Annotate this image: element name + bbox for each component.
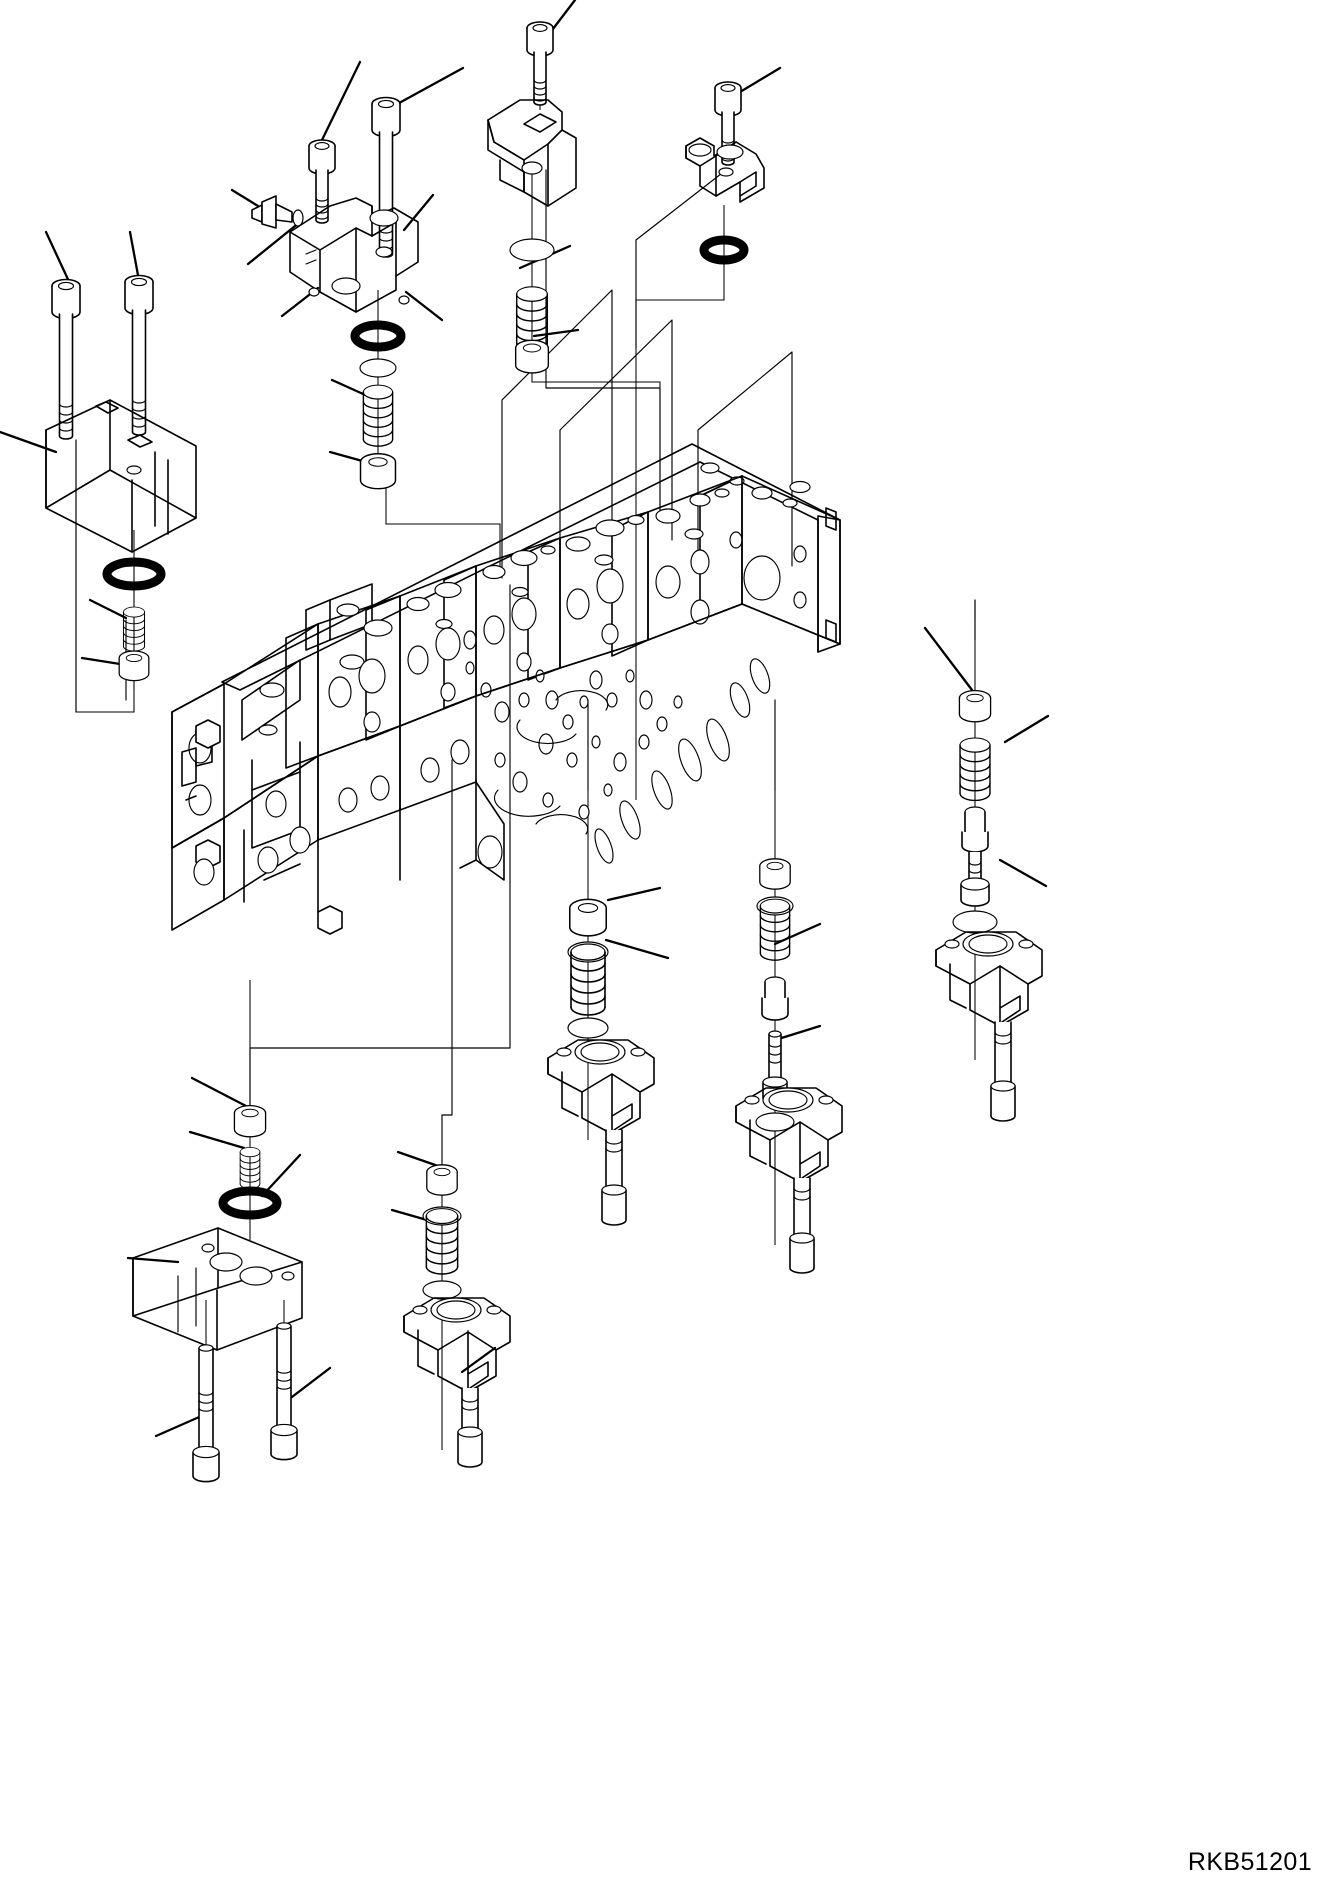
leader-lines: [0, 0, 1050, 1438]
group-center-spool-assembly: [547, 898, 655, 1226]
group-relief-valve: [251, 96, 419, 490]
group-top-left-end-cap: [45, 274, 197, 682]
group-bottom-center-spool-assembly: [403, 1164, 511, 1468]
group-top-center-spool-cap: [487, 21, 577, 374]
group-top-right-spool-cap: [685, 81, 765, 265]
main-valve-body: [171, 443, 841, 935]
group-mid-right-spool-assembly: [735, 858, 843, 1274]
group-bottom-left-end-cap: [132, 1104, 303, 1483]
drawing-code-label: RKB51201: [1187, 1848, 1312, 1876]
port-cluster: [463, 630, 683, 835]
oval-ports: [594, 658, 771, 864]
group-right-spool-assembly: [935, 689, 1043, 1122]
